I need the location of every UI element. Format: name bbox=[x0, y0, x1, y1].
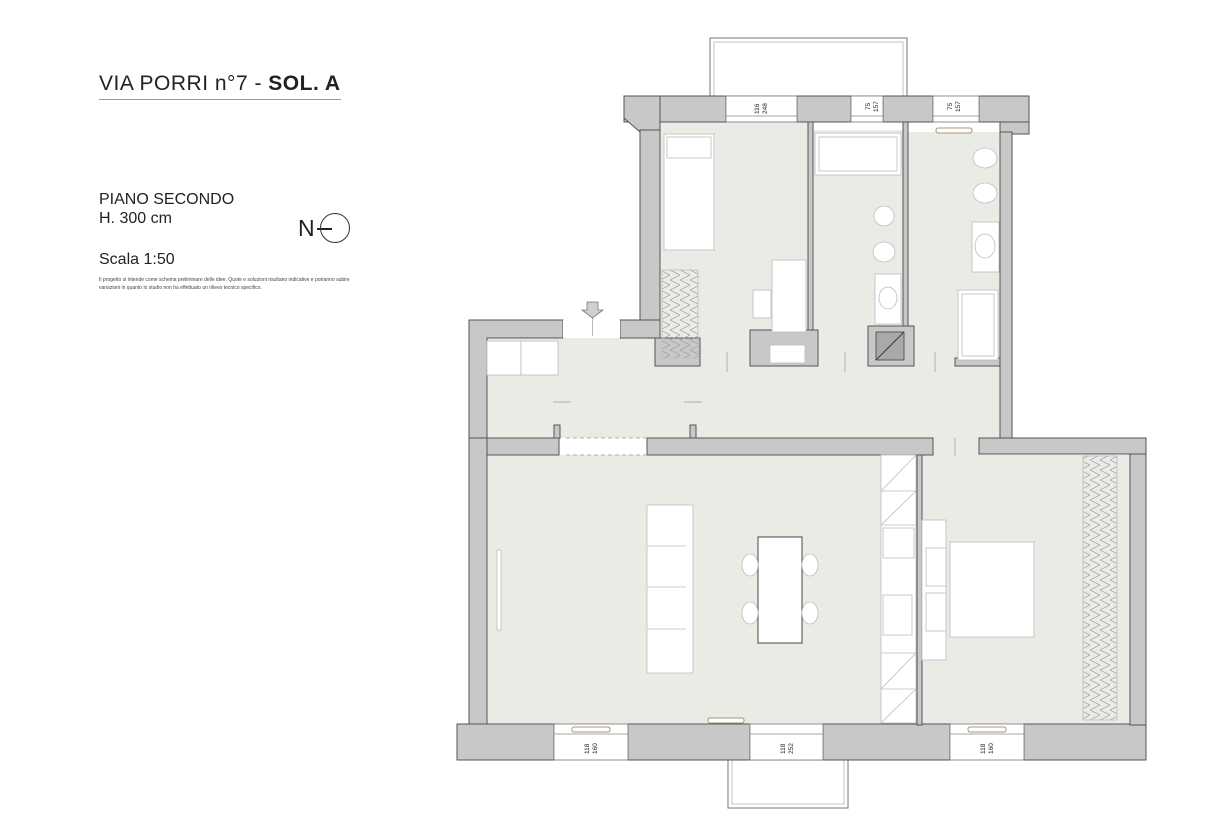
wall-corridor-living-right bbox=[646, 437, 934, 456]
floor-name: PIANO SECONDO bbox=[99, 191, 235, 208]
wall-right-lower bbox=[1129, 437, 1147, 726]
chair-2 bbox=[741, 601, 759, 625]
entrance-arrow-icon bbox=[580, 301, 605, 319]
window-top-3 bbox=[932, 95, 980, 123]
chair-4 bbox=[801, 601, 819, 625]
radiator-living-left bbox=[571, 726, 611, 733]
wall-left-bottom bbox=[456, 723, 555, 761]
wall-partition-1 bbox=[807, 121, 814, 366]
double-bed bbox=[949, 541, 1035, 638]
dim-bottom-1-b: 160 bbox=[592, 743, 599, 754]
nightstand-2 bbox=[925, 592, 947, 632]
dim-top-1-b: 248 bbox=[762, 103, 769, 114]
window-top-1 bbox=[725, 95, 798, 123]
plan-title: VIA PORRI n°7 - SOL. A bbox=[99, 72, 341, 100]
compass-circle-icon bbox=[320, 213, 350, 243]
dim-bottom-3-a: 118 bbox=[980, 743, 987, 754]
chair-1 bbox=[741, 553, 759, 577]
bidet-1 bbox=[873, 205, 895, 227]
wall-top-left-corner bbox=[623, 95, 661, 133]
dim-bottom-2-a: 118 bbox=[780, 743, 787, 754]
walls bbox=[456, 95, 1147, 761]
kitchen-column bbox=[880, 454, 917, 724]
radiator-bedroom bbox=[967, 726, 1007, 733]
oven bbox=[882, 527, 915, 559]
entrance-threshold bbox=[563, 320, 620, 338]
wall-left-lower bbox=[468, 437, 488, 726]
dim-bottom-2-b: 252 bbox=[788, 743, 795, 754]
toilet-1 bbox=[872, 241, 896, 263]
bed-pillow bbox=[666, 136, 712, 159]
wall-top-mid2 bbox=[882, 95, 934, 123]
wall-right-bath bbox=[999, 131, 1013, 439]
wall-corridor-pin-1 bbox=[553, 424, 561, 439]
wall-entry bbox=[619, 319, 661, 339]
wall-right-top-lower bbox=[978, 437, 1147, 455]
desk bbox=[771, 259, 807, 333]
sofa bbox=[646, 504, 694, 674]
north-label: N bbox=[298, 215, 315, 241]
wall-corridor-living-left bbox=[486, 437, 560, 456]
wardrobe-top bbox=[661, 269, 699, 359]
balcony-top bbox=[709, 37, 908, 97]
scale-label: Scala 1:50 bbox=[99, 251, 175, 268]
dim-top-3-a: 75 bbox=[947, 102, 954, 110]
wall-bottom-right bbox=[1023, 723, 1147, 761]
wall-bottom-mid bbox=[627, 723, 751, 761]
window-top-2 bbox=[850, 95, 884, 123]
dim-top-3-b: 157 bbox=[955, 101, 962, 112]
kitchen-unit-2 bbox=[520, 340, 559, 376]
washbasin-1-bowl bbox=[878, 286, 898, 310]
headboard bbox=[921, 519, 947, 661]
balcony-bottom bbox=[727, 759, 849, 809]
wall-top-right-corner bbox=[999, 121, 1030, 135]
wall-left-bedroom bbox=[639, 129, 661, 339]
title-address: VIA PORRI n°7 - bbox=[99, 72, 269, 95]
wall-corridor-pin-2 bbox=[689, 424, 697, 439]
window-bottom-1 bbox=[553, 723, 629, 761]
tv-wall bbox=[496, 549, 502, 631]
windows bbox=[553, 95, 1025, 761]
wall-top-right bbox=[978, 95, 1030, 123]
wall-top-mid bbox=[796, 95, 852, 123]
floor-corridor bbox=[487, 338, 1000, 438]
washbasin-2-bowl bbox=[974, 233, 996, 259]
radiators bbox=[571, 127, 1007, 733]
dim-bottom-3-b: 160 bbox=[988, 743, 995, 754]
wardrobe-main bbox=[1082, 455, 1118, 721]
dim-bottom-1-a: 118 bbox=[584, 743, 591, 754]
toilet-2 bbox=[972, 182, 998, 204]
nightstand-1 bbox=[925, 547, 947, 587]
desk-chair bbox=[752, 289, 772, 319]
floor-info: PIANO SECONDO H. 300 cm bbox=[99, 190, 234, 228]
disclaimer-note: Il progetto si intende come schema preli… bbox=[99, 277, 350, 291]
title-solution: SOL. A bbox=[268, 72, 341, 95]
dim-top-2-a: 75 bbox=[865, 102, 872, 110]
window-dimensions: 116 248 75 157 75 157 118 160 118 252 11… bbox=[584, 101, 995, 754]
bathtub-inner bbox=[818, 136, 898, 172]
radiator-living bbox=[707, 717, 745, 724]
window-bottom-2 bbox=[749, 723, 824, 761]
floor-passage bbox=[922, 436, 980, 458]
floor-living bbox=[487, 455, 917, 725]
door-swings bbox=[553, 352, 956, 456]
bidet-2 bbox=[972, 147, 998, 169]
kitchen-unit-1 bbox=[486, 340, 522, 376]
furniture bbox=[486, 132, 1118, 724]
dim-top-1-a: 116 bbox=[754, 103, 761, 114]
chair-3 bbox=[801, 553, 819, 577]
room-floors bbox=[487, 120, 1130, 725]
radiator-bath bbox=[935, 127, 973, 134]
dim-top-2-b: 157 bbox=[873, 101, 880, 112]
floor-height: H. 300 cm bbox=[99, 210, 172, 227]
shower-inner bbox=[961, 293, 995, 357]
dining-table bbox=[757, 536, 803, 644]
wall-bottom-mid2 bbox=[822, 723, 951, 761]
corridor-sink bbox=[769, 344, 806, 364]
wall-living-bedroom bbox=[916, 454, 923, 726]
fridge bbox=[882, 594, 913, 636]
